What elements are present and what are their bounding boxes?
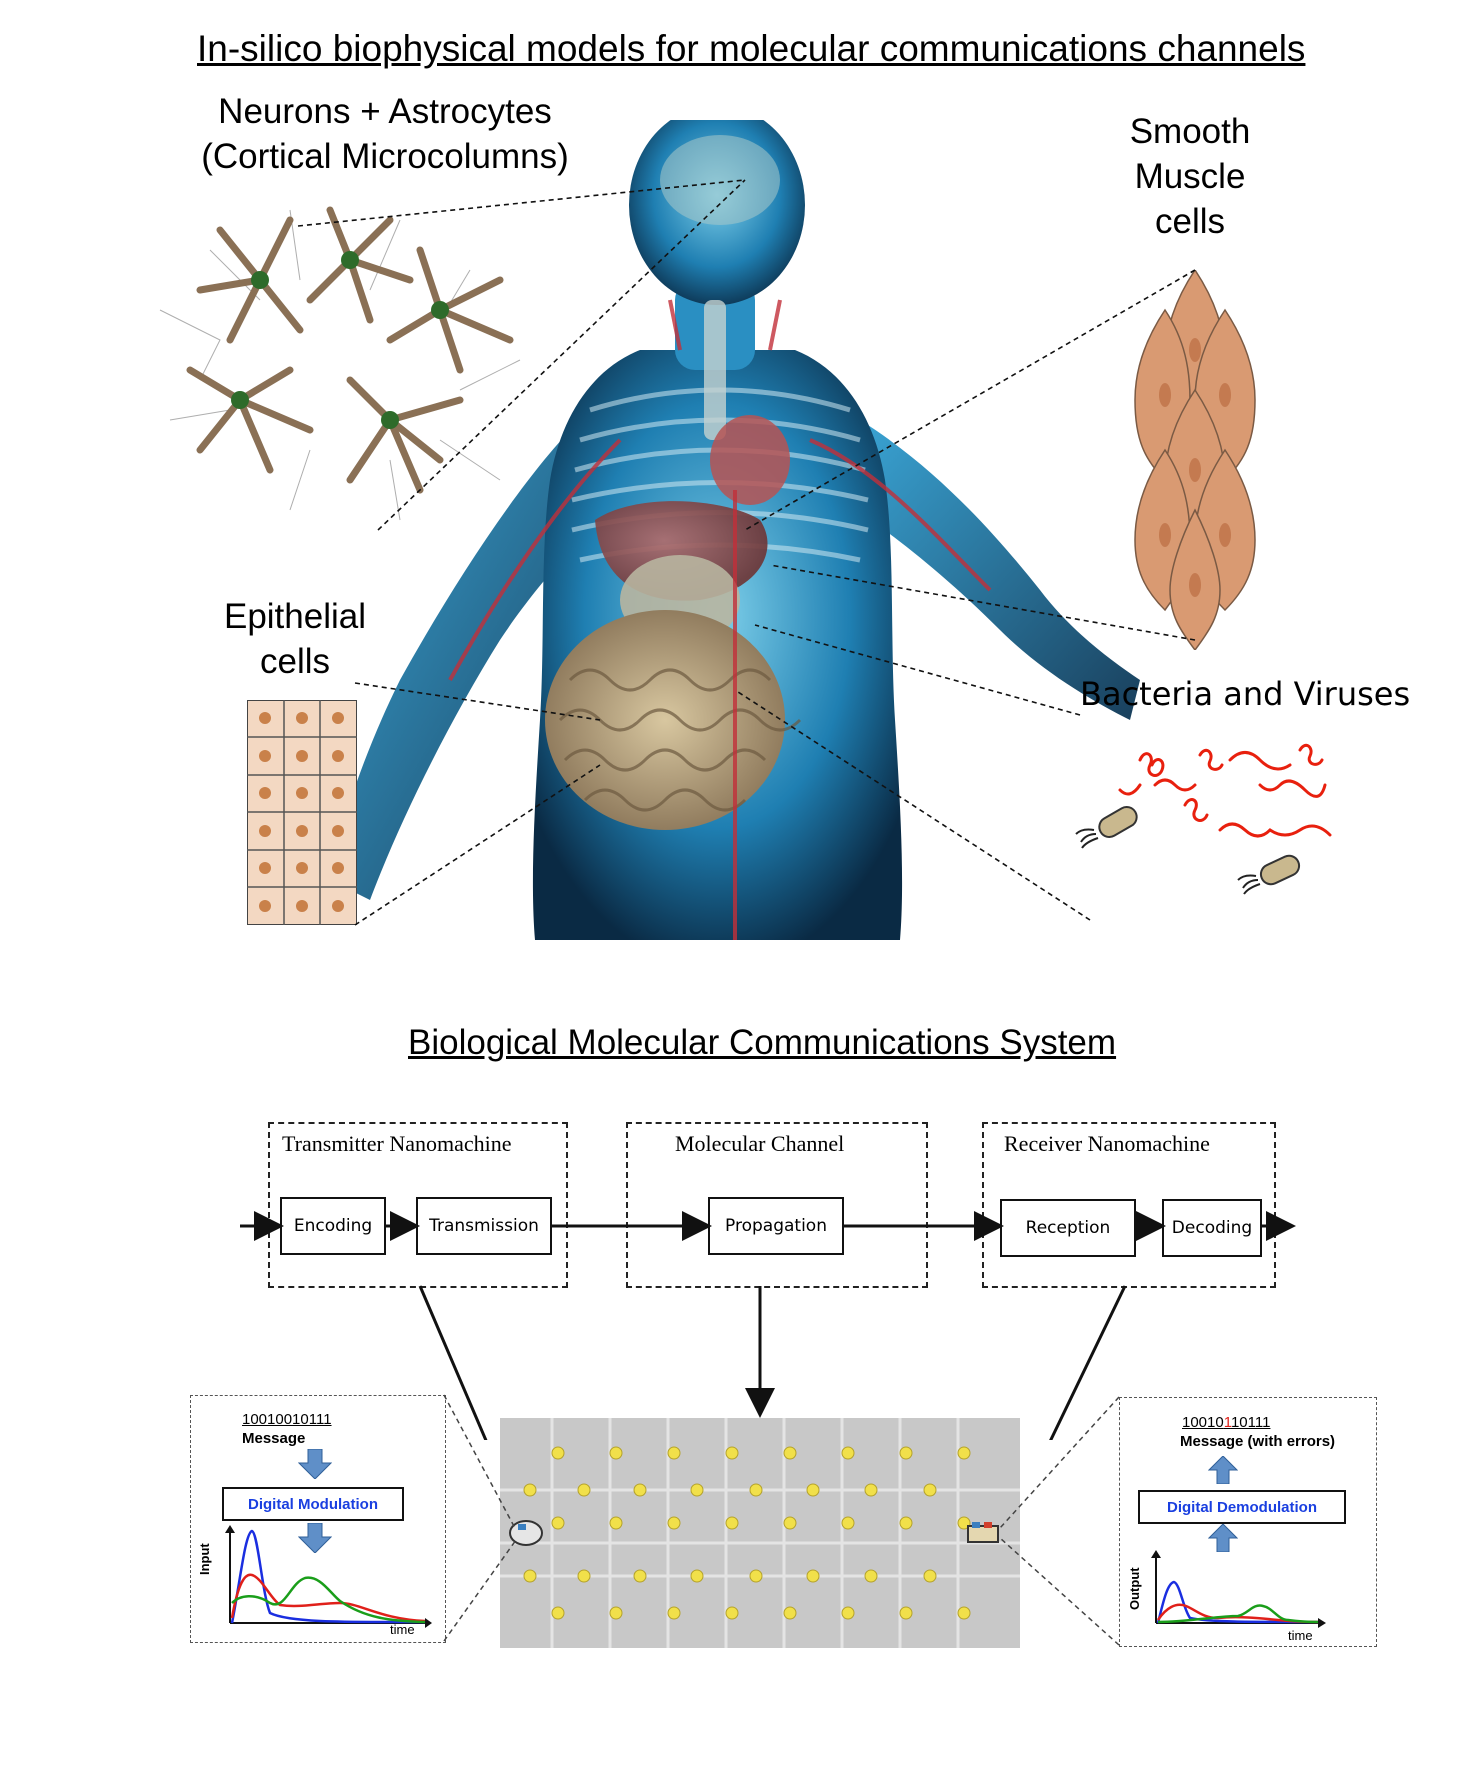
left-bits: 10010010111 — [242, 1411, 332, 1428]
up-arrow-icon — [1208, 1456, 1238, 1484]
smooth-muscle-cells-illustration — [1134, 270, 1256, 650]
left-modulation-inset — [190, 1395, 446, 1643]
digital-demodulation-label: Digital Demodulation — [1167, 1498, 1317, 1516]
label-smooth-line1: Smooth — [1129, 112, 1251, 151]
label-smooth-line3: cells — [1154, 201, 1226, 241]
molecular-channel-box — [626, 1122, 928, 1288]
label-smooth-line2: Muscle — [1134, 156, 1246, 196]
digital-modulation-box: Digital Modulation — [222, 1487, 404, 1521]
label-epithelial: Epithelial cells — [205, 595, 385, 685]
inset-connector-lines — [443, 1394, 1120, 1646]
molecular-channel-grid — [500, 1418, 1020, 1648]
epithelial-cells-illustration — [247, 700, 357, 925]
right-bits: 10010110111 — [1182, 1414, 1270, 1431]
label-neurons-line1: Neurons + Astrocytes — [218, 92, 552, 131]
connector-lines — [297, 179, 1196, 926]
label-epithelial-line1: Epithelial — [223, 597, 367, 636]
right-bits-a: 10010 — [1182, 1414, 1224, 1431]
input-signal-plot — [225, 1525, 432, 1628]
label-epithelial-line2: cells — [259, 641, 331, 681]
label-neurons-astrocytes: Neurons + Astrocytes (Cortical Microcolu… — [150, 90, 620, 180]
receiver-nanomachine-box — [982, 1122, 1276, 1288]
digital-demodulation-box: Digital Demodulation — [1138, 1490, 1346, 1524]
right-xlabel: time — [1288, 1628, 1313, 1643]
transmitter-device-icon — [509, 1520, 543, 1546]
transmission-block: Transmission — [416, 1197, 552, 1255]
right-message: Message (with errors) — [1180, 1433, 1336, 1450]
left-xlabel: time — [390, 1622, 415, 1637]
digital-modulation-label: Digital Modulation — [248, 1495, 378, 1513]
bacteria-viruses-illustration — [1075, 743, 1332, 895]
up-arrow-icon — [1208, 1524, 1238, 1552]
block-diagram-arrows — [240, 1211, 1296, 1440]
transmitter-label: Transmitter Nanomachine — [282, 1131, 512, 1156]
label-smooth-muscle: Smooth Muscle cells — [1100, 110, 1280, 244]
left-message: Message — [242, 1430, 306, 1447]
right-bits-b: 10111 — [1230, 1414, 1271, 1431]
right-demodulation-inset — [1119, 1397, 1377, 1647]
decoding-block: Decoding — [1162, 1199, 1262, 1257]
down-arrow-icon — [298, 1449, 332, 1479]
down-arrow-icon — [298, 1523, 332, 1553]
receiver-label: Receiver Nanomachine — [1004, 1131, 1210, 1156]
receiver-device-icon — [967, 1522, 999, 1543]
human-body-illustration — [340, 120, 1140, 940]
neurons-astrocytes-illustration — [159, 206, 521, 521]
label-bacteria-viruses: Bacteria and Viruses — [1080, 675, 1411, 713]
output-signal-plot — [1151, 1550, 1326, 1628]
reception-block: Reception — [1000, 1199, 1136, 1257]
propagation-block: Propagation — [708, 1197, 844, 1255]
transmitter-nanomachine-box — [268, 1122, 568, 1288]
top-title: In-silico biophysical models for molecul… — [197, 28, 1306, 69]
channel-label: Molecular Channel — [675, 1131, 845, 1156]
right-bits-error: 1 — [1223, 1414, 1231, 1431]
bottom-title: Biological Molecular Communications Syst… — [408, 1023, 1117, 1062]
label-neurons-line2: (Cortical Microcolumns) — [201, 136, 569, 176]
